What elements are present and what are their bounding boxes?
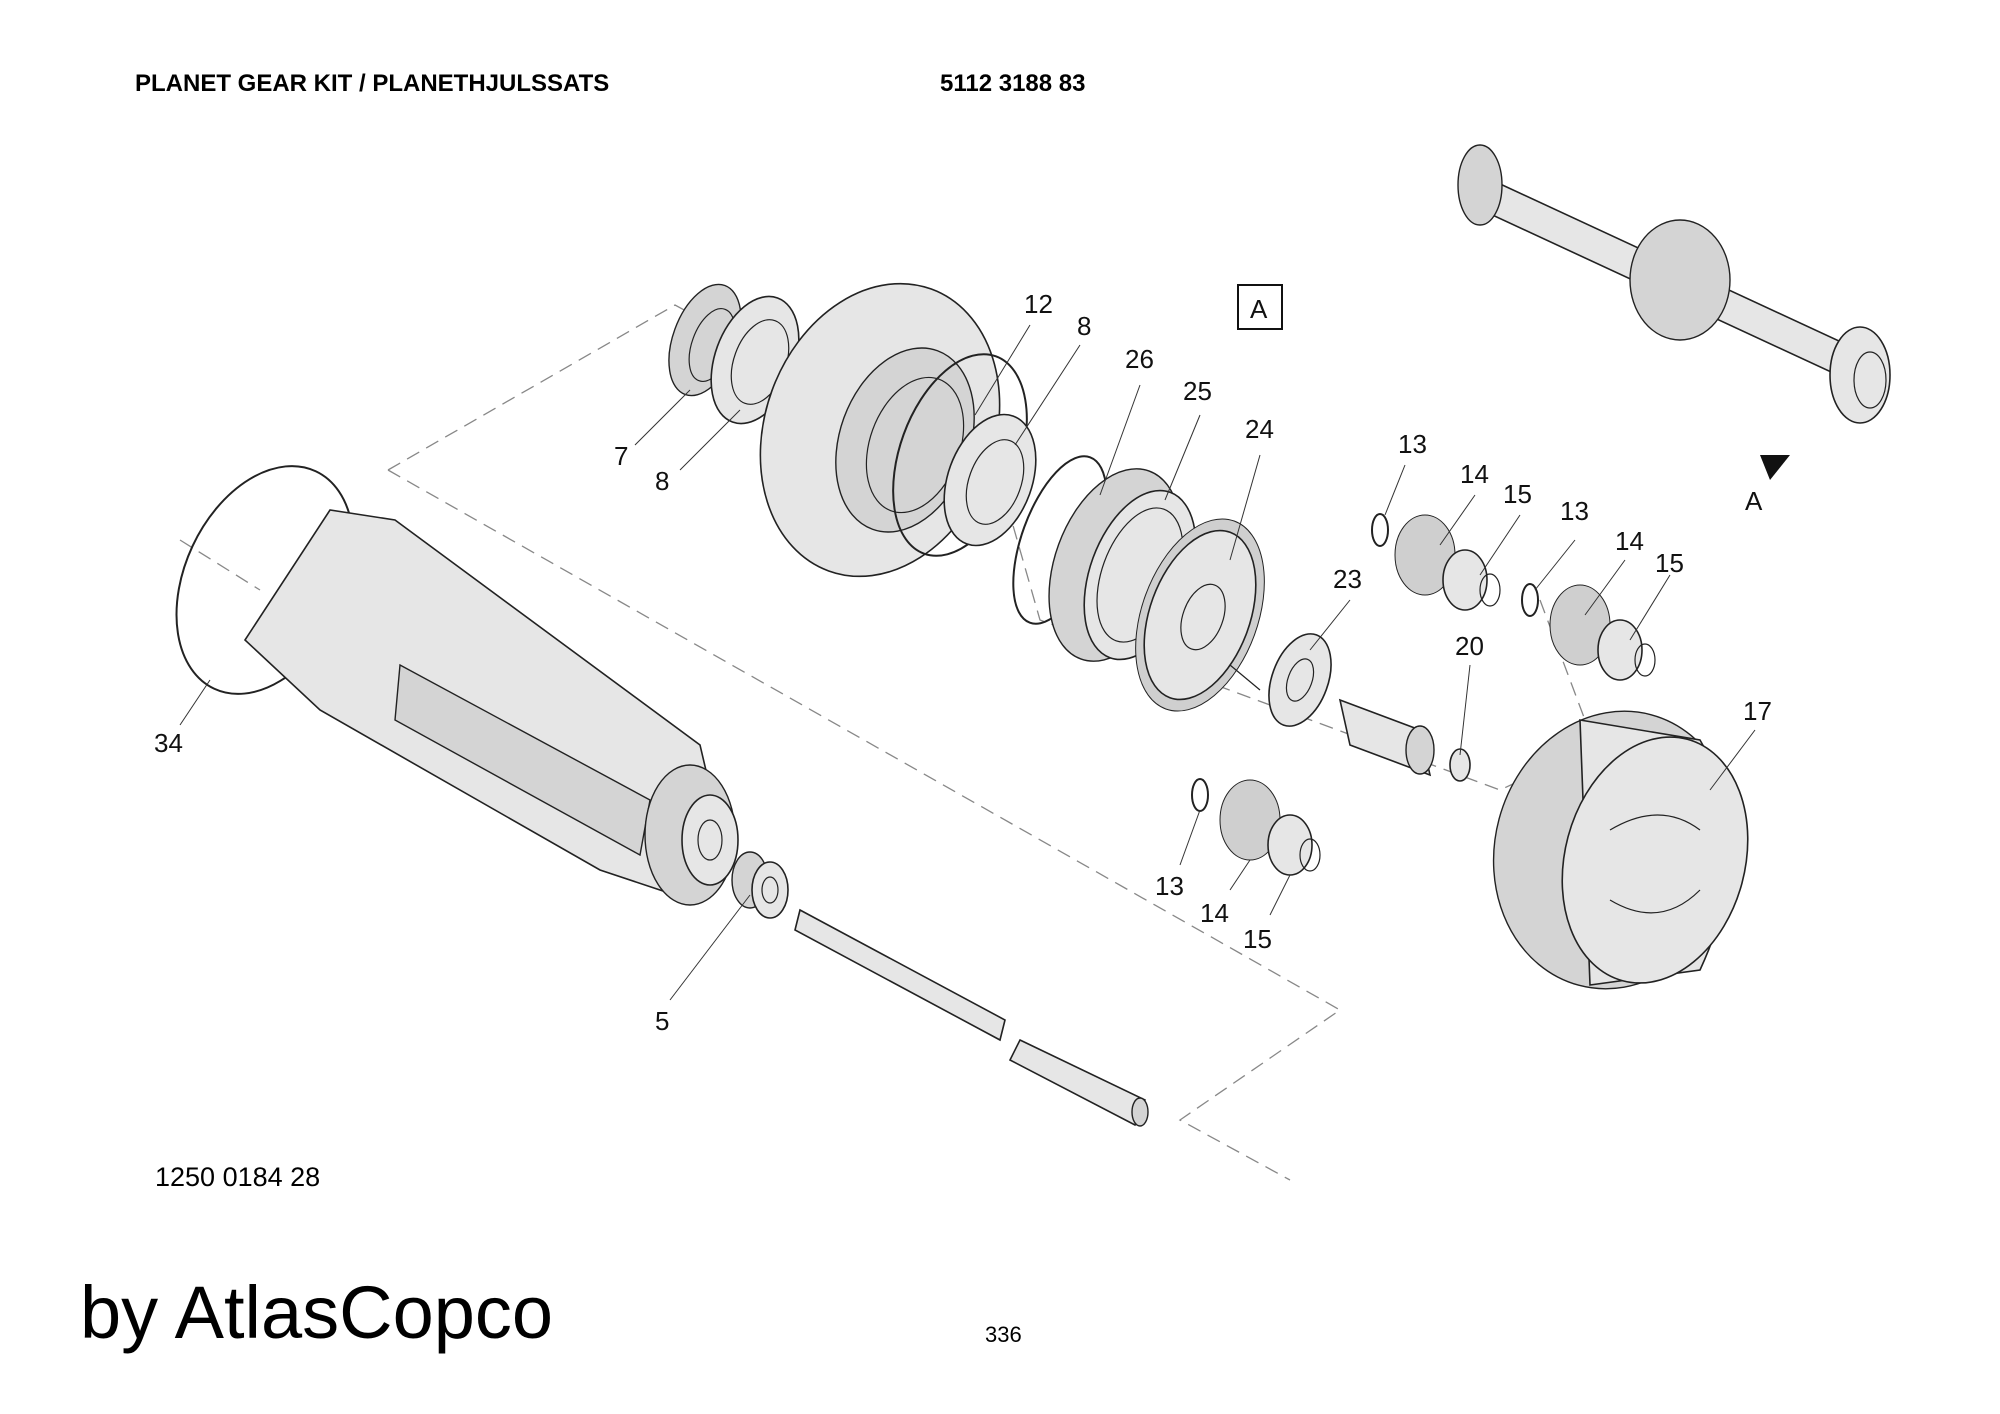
view-direction-arrow-icon — [1760, 455, 1790, 480]
callout-labels: 7 8 12 8 26 25 24 13 14 15 13 14 15 23 2… — [154, 289, 1772, 1036]
callout-24: 24 — [1245, 414, 1274, 444]
leader-lines — [179, 324, 1756, 1001]
callout-17: 17 — [1743, 696, 1772, 726]
callout-34: 34 — [154, 728, 183, 758]
document-number: 5112 3188 83 — [940, 70, 1086, 97]
callout-14: 14 — [1615, 526, 1644, 556]
drive-shaft — [794, 908, 1149, 1127]
page-number: 336 — [985, 1322, 1022, 1347]
planet-gear-set-right — [1521, 583, 1656, 681]
bearing-5 — [731, 851, 789, 919]
callout-8: 8 — [1077, 311, 1091, 341]
callout-25: 25 — [1183, 376, 1212, 406]
page-title: PLANET GEAR KIT / PLANETHJULSSATS — [135, 70, 610, 97]
callout-14: 14 — [1460, 459, 1489, 489]
view-marker-box — [1237, 284, 1283, 330]
callout-23: 23 — [1333, 564, 1362, 594]
sun-gear-shaft — [1338, 698, 1435, 777]
drawing-part-number: 1250 0184 28 — [155, 1162, 321, 1192]
callout-13: 13 — [1560, 496, 1589, 526]
callout-15: 15 — [1655, 548, 1684, 578]
callout-12: 12 — [1024, 289, 1053, 319]
callout-13: 13 — [1398, 429, 1427, 459]
axle-overview-thumbnail — [1457, 144, 1891, 480]
planet-gear-set-upper — [1371, 513, 1501, 611]
ring-gear-carrier-24 — [1135, 518, 1265, 712]
callout-8: 8 — [655, 466, 669, 496]
callout-7: 7 — [614, 441, 628, 471]
wheel-hub-12 — [759, 282, 1001, 578]
callout-26: 26 — [1125, 344, 1154, 374]
view-arrow-label: A — [1745, 486, 1763, 516]
planet-gear-set-lower — [1191, 778, 1321, 876]
bearing-8-inner — [943, 413, 1037, 547]
callout-15: 15 — [1503, 479, 1532, 509]
washer-20 — [1449, 748, 1471, 782]
hub-cover-17 — [1492, 710, 1749, 990]
callout-14: 14 — [1200, 898, 1229, 928]
callout-13: 13 — [1155, 871, 1184, 901]
callout-5: 5 — [655, 1006, 669, 1036]
view-marker-label: A — [1250, 294, 1268, 324]
callout-20: 20 — [1455, 631, 1484, 661]
axle-housing — [243, 509, 739, 906]
callout-15: 15 — [1243, 924, 1272, 954]
brand-caption: by AtlasCopco — [80, 1271, 554, 1354]
thrust-washer-23 — [1268, 633, 1332, 727]
